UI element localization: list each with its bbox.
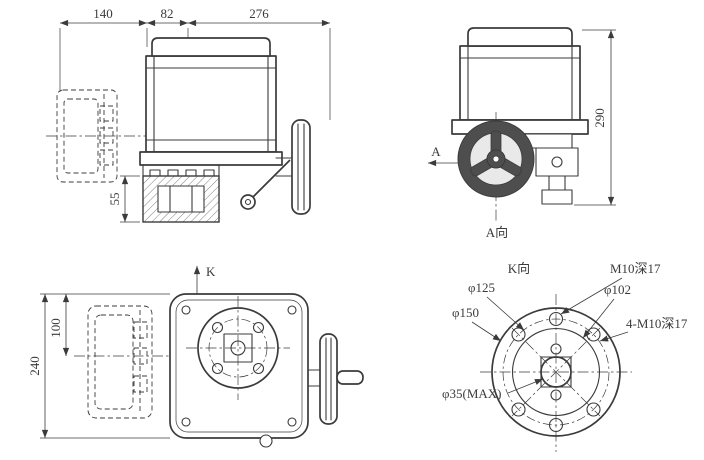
handwheel-rim-side	[291, 119, 311, 215]
view-label-a: A向	[486, 225, 508, 240]
declutch-knob	[240, 194, 256, 210]
label-phi35-max: φ35(MAX)	[442, 386, 502, 401]
label-phi125: φ125	[468, 280, 495, 295]
view-front-elevation: A 290 A向	[428, 27, 616, 240]
crank-handle-plan	[336, 370, 364, 385]
actuator-body-plan	[169, 293, 309, 448]
dim-label-55: 55	[107, 193, 122, 206]
dim-label-290: 290	[592, 108, 607, 128]
dim-label-82: 82	[161, 6, 174, 21]
view-label-k: K向	[508, 261, 530, 276]
flange-callouts: M10深17 φ125 φ102 φ150 4-M10深17 φ35(MAX)	[442, 261, 688, 401]
label-m10-depth17: M10深17	[610, 261, 661, 276]
crank-arm	[252, 159, 291, 198]
dim-label-276: 276	[249, 6, 269, 21]
dim-55: 55	[107, 175, 140, 223]
motor-phantom-side	[56, 89, 118, 183]
dim-label-140: 140	[93, 6, 113, 21]
label-phi102: φ102	[604, 282, 631, 297]
valve-bracket-front	[535, 147, 579, 205]
section-arrow-a-label: A	[431, 144, 441, 159]
section-arrow-k-label: K	[206, 264, 216, 279]
flange-face	[491, 307, 621, 437]
label-phi150: φ150	[452, 305, 479, 320]
view-plan: K	[27, 264, 364, 448]
view-side-elevation: 140 82 276	[46, 6, 331, 223]
cable-gland	[259, 434, 273, 448]
flange-centerline-d2	[511, 327, 601, 417]
motor-phantom-plan	[87, 305, 153, 419]
handwheel-front	[457, 120, 535, 198]
dim-label-240: 240	[27, 356, 42, 376]
actuator-body-side	[139, 37, 283, 166]
dim-290: 290	[574, 29, 616, 206]
label-4xm10-depth17: 4-M10深17	[626, 316, 688, 331]
handwheel-side	[240, 119, 311, 215]
handwheel-plan	[307, 333, 364, 425]
dim-100-240: 100 240	[27, 293, 170, 439]
dim-chain-top: 140 82 276	[59, 6, 331, 120]
section-arrow-k: K	[193, 264, 216, 294]
dim-label-100: 100	[48, 318, 63, 338]
section-arrow-a: A	[428, 144, 458, 167]
view-flange-k: K向 M10深17 φ125 φ102 φ150 4-M10深17 φ35(MA…	[442, 261, 688, 452]
mounting-bracket-section	[142, 164, 220, 223]
